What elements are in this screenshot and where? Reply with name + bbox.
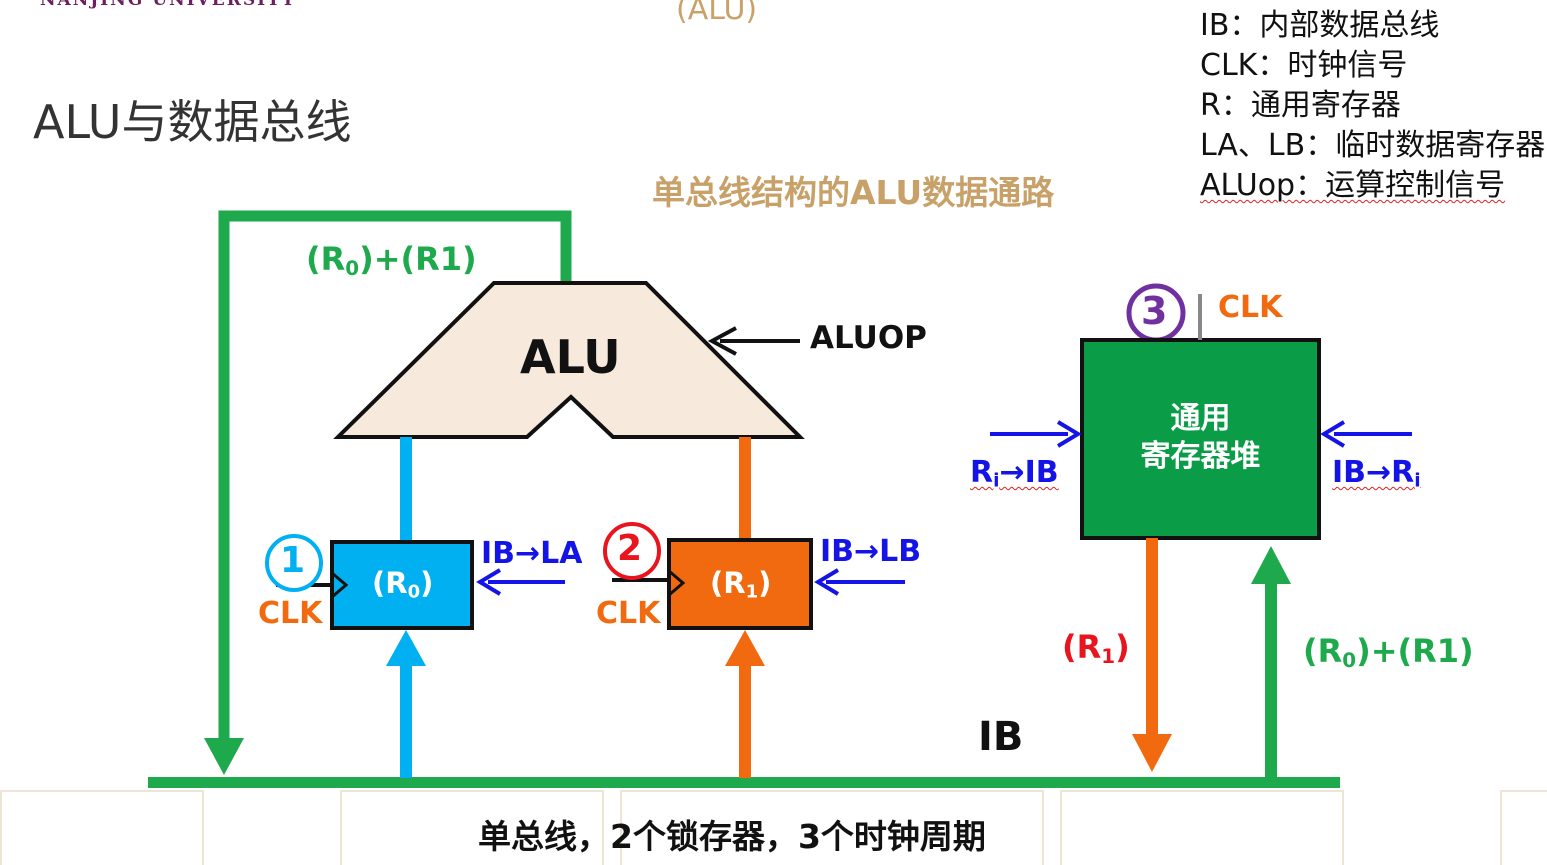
step-1-circle [265, 534, 323, 592]
legend-item-clk: CLK：时钟信号 [1200, 48, 1408, 83]
bus-to-latch-b-arrowhead [725, 630, 765, 666]
latch-b-clock-notch [668, 569, 686, 597]
regfile-to-bus-wire [1146, 538, 1158, 738]
legend: IB：内部数据总线 CLK：时钟信号 R：通用寄存器 LA、LB：临时数据寄存器… [1200, 6, 1545, 206]
bus-to-regfile-wire [1265, 580, 1277, 778]
latch-a-clk-label: CLK [258, 596, 323, 631]
bus-to-latch-a-wire [400, 662, 412, 778]
legend-item-aluop: ALUop：运算控制信号 [1200, 168, 1506, 203]
latch-a-ctrl-arrowhead [476, 568, 502, 596]
campus-decoration [620, 790, 1044, 865]
regfile-to-bus-arrowhead [1132, 734, 1172, 772]
step-3-number: 3 [1141, 289, 1168, 333]
latch-b-clk-label: CLK [596, 596, 661, 631]
step-2-circle [603, 522, 661, 580]
bus-label: IB [978, 714, 1024, 760]
diagram-subtitle: 单总线结构的ALU数据通路 [652, 173, 1055, 212]
campus-decoration [1500, 790, 1547, 865]
campus-decoration [340, 790, 604, 865]
legend-item-ib: IB：内部数据总线 [1200, 8, 1440, 43]
step-2-number: 2 [617, 528, 643, 569]
ri-to-ib-arrowhead [1056, 420, 1082, 448]
aluop-arrowhead [707, 326, 737, 356]
feedback-arrowhead [204, 738, 244, 775]
latch-a-label: (R0) [372, 566, 434, 603]
ib-to-ri-arrowhead [1320, 420, 1346, 448]
alu-shape [333, 281, 805, 439]
aluop-label: ALUOP [810, 320, 927, 356]
alu-label: ALU [520, 330, 621, 384]
latch-b-label: (R1) [710, 566, 772, 603]
legend-item-r: R：通用寄存器 [1200, 88, 1401, 123]
bus-to-latch-b-wire [739, 662, 751, 778]
ri-to-ib-label: Ri→IB [970, 455, 1059, 492]
latch-b-to-alu-wire [739, 437, 751, 543]
regfile-box [1080, 338, 1321, 540]
step-1-number: 1 [280, 540, 306, 581]
university-name: NANJING UNIVERSITY [40, 0, 296, 10]
top-fragment: (ALU) [676, 0, 758, 27]
internal-bus-line [148, 777, 1340, 788]
page-title: ALU与数据总线 [33, 95, 352, 149]
regfile-label: 通用 寄存器堆 [1082, 400, 1319, 476]
footer-caption: 单总线，2个锁存器，3个时钟周期 [478, 817, 986, 856]
feedback-path [218, 210, 572, 750]
ib-to-ri-label: IB→Ri [1332, 455, 1421, 492]
latch-a-to-alu-wire [400, 437, 412, 543]
regfile-label-line2: 寄存器堆 [1140, 439, 1261, 474]
legend-item-la-lb: LA、LB：临时数据寄存器 [1200, 128, 1546, 163]
regfile-label-line1: 通用 [1170, 401, 1231, 436]
bus-to-latch-a-arrowhead [386, 630, 426, 666]
ib-to-la-label: IB→LA [481, 536, 583, 571]
feedback-label: (R0)+(R1) [306, 240, 477, 280]
campus-decoration [0, 790, 204, 865]
latch-a-clock-notch [331, 571, 349, 599]
sum-input-label: (R0)+(R1) [1303, 632, 1474, 672]
r1-output-label: (R1) [1062, 628, 1130, 668]
latch-a-box [330, 540, 474, 630]
latch-b-ctrl-arrowhead [814, 568, 840, 596]
latch-b-box [667, 538, 813, 630]
campus-decoration [1060, 790, 1344, 865]
regfile-clk-label: CLK [1218, 290, 1283, 325]
bus-to-regfile-arrowhead [1251, 546, 1291, 584]
ib-to-lb-label: IB→LB [820, 534, 922, 569]
